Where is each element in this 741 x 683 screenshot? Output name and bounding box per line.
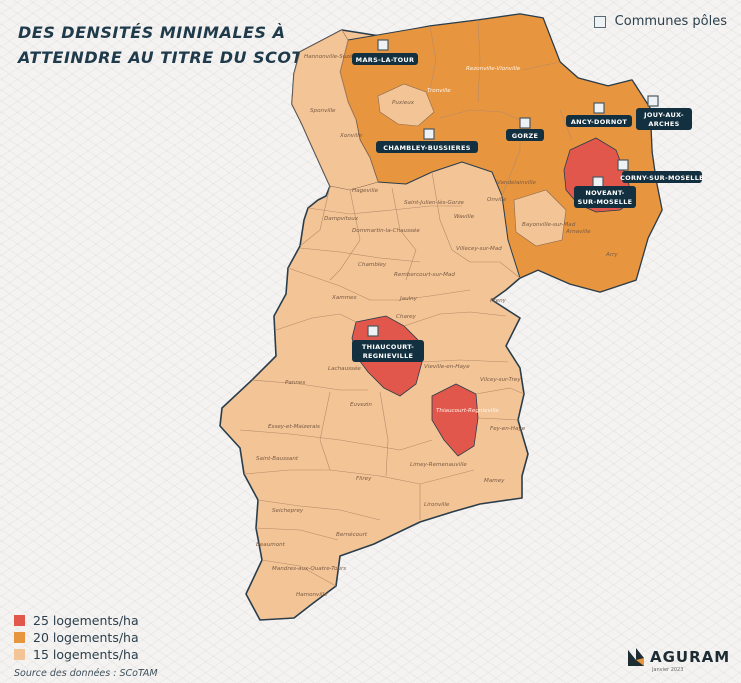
thiaucourt-south-high-density [431,383,479,457]
legend-label: 25 logements/ha [33,613,139,628]
pole-tag-corny-sur-moselle[interactable]: CORNY-SUR-MOSELLE [620,171,704,183]
commune-label: Dampvitoux [324,216,359,222]
commune-label: Jaulny [399,296,418,302]
pole-square-icon[interactable] [592,176,604,188]
pole-square-icon [593,15,606,28]
pole-square-icon[interactable] [367,325,379,337]
pole-tag-noveant-sur-moselle[interactable]: NOVEANT- SUR-MOSELLE [574,186,636,208]
logo-date: janvier 2023 [652,667,684,673]
commune-label: Pannes [285,380,305,386]
pole-label: SUR-MOSELLE [578,198,633,206]
commune-label: Thiaucourt-Regnieville [436,408,499,414]
map-title: DES DENSITÉS MINIMALES À ATTEINDRE AU TI… [18,20,331,70]
pole-tag-thiaucourt-regnieville[interactable]: THIAUCOURT- REGNIEVILLE [352,340,424,362]
puxieux-enclave [377,83,435,127]
pole-label: GORZE [512,132,539,140]
commune-label: Chambley [358,262,387,268]
commune-label: Lironville [424,502,450,508]
pole-label: NOVEANT- [585,189,624,197]
logo-text: AGURAM [650,648,731,666]
aguram-logo-icon [628,648,644,666]
commune-label: Lachaussée [328,365,361,372]
pole-tag-chambley-bussieres[interactable]: CHAMBLEY-BUSSIERES [376,141,478,153]
commune-label: Seicheprey [272,508,304,514]
commune-label: Rembercourt-sur-Mad [394,272,455,278]
commune-label: Arnaville [565,229,591,235]
commune-label: Vilcey-sur-Trey [480,377,521,383]
commune-label: Fey-en-Haye [490,426,526,432]
pole-label: ARCHES [648,120,679,128]
commune-label: Essey-et-Maizerais [268,424,320,430]
pole-square-icon[interactable] [519,117,531,129]
commune-label: Hageville [352,188,379,194]
legend-item-20: 20 logements/ha [14,629,139,646]
commune-label: Mandres-aux-Quatre-Tours [272,566,346,572]
legend-swatch [14,615,25,626]
commune-label: Hannonville-Suzémont [304,53,368,60]
commune-label: Puxieux [392,100,415,106]
bayonville-enclave [513,189,567,247]
commune-label: Flirey [356,476,372,482]
commune-label: Vieville-en-Haye [424,364,470,370]
legend-item-25: 25 logements/ha [14,612,139,629]
aguram-logo: AGURAM janvier 2023 [626,646,731,673]
commune-label: Onville [487,197,507,203]
pole-square-icon[interactable] [377,39,389,51]
title-line-1: DES DENSITÉS MINIMALES À [18,23,286,42]
commune-label: Charey [396,314,417,320]
pole-markers [367,39,659,337]
pole-square-icon[interactable] [617,159,629,171]
pole-label: CORNY-SUR-MOSELLE [620,174,704,182]
commune-label: Vandelainville [497,180,536,186]
pole-label: REGNIEVILLE [363,352,414,360]
commune-label: Saint-Julien-lès-Gorze [404,199,465,206]
commune-label: Villecey-sur-Mad [456,246,502,252]
commune-label: Euvezin [350,402,372,408]
density-legend: 25 logements/ha 20 logements/ha 15 logem… [14,612,139,663]
data-source: Source des données : SCoTAM [14,668,158,679]
commune-label: Xammes [331,295,357,301]
pole-tag-gorze[interactable]: GORZE [506,129,544,141]
pole-square-icon[interactable] [423,128,435,140]
legend-swatch [14,649,25,660]
pole-tag-jouy-aux-arches[interactable]: JOUY-AUX- ARCHES [636,108,692,130]
legend-label: 15 logements/ha [33,647,139,662]
pole-label: ANCY-DORNOT [571,118,628,126]
pole-label: THIAUCOURT- [362,343,414,351]
commune-borders [239,19,573,587]
pole-square-icon[interactable] [647,95,659,107]
commune-label: Bayonville-sur-Mad [522,222,576,228]
commune-label: Sponville [310,108,336,114]
pole-square-icon[interactable] [593,102,605,114]
commune-label: Beaumont [256,542,286,548]
commune-label: Arry [605,252,618,258]
poles-legend: Communes pôles [593,14,727,29]
commune-labels: Hannonville-Suzémont Puxieux Sponville X… [256,53,618,598]
commune-label: Dommartin-la-Chaussée [352,227,420,234]
pole-label: CHAMBLEY-BUSSIERES [383,144,470,152]
legend-swatch [14,632,25,643]
pole-tag-mars-la-tour[interactable]: MARS-LA-TOUR [352,53,418,65]
commune-label: Xonville [339,133,363,139]
commune-label: Rezonville-Vionville [466,66,521,72]
pole-label: JOUY-AUX- [643,111,684,119]
commune-label: Waville [454,214,475,220]
pole-label: MARS-LA-TOUR [356,56,415,64]
title-line-2: ATTEINDRE AU TITRE DU SCOTAM [18,48,331,67]
legend-item-15: 15 logements/ha [14,646,139,663]
commune-label: Limey-Remenauville [410,462,467,468]
pole-tag-ancy-dornot[interactable]: ANCY-DORNOT [566,115,632,127]
commune-label: Tronville [427,88,451,94]
poles-legend-label: Communes pôles [614,14,727,29]
commune-label: Preny [490,298,507,304]
commune-label: Bernécourt [336,531,368,538]
commune-label: Mamey [484,478,505,484]
commune-label: Hamonville [296,592,328,598]
commune-label: Saint-Baussant [256,456,299,462]
legend-label: 20 logements/ha [33,630,139,645]
